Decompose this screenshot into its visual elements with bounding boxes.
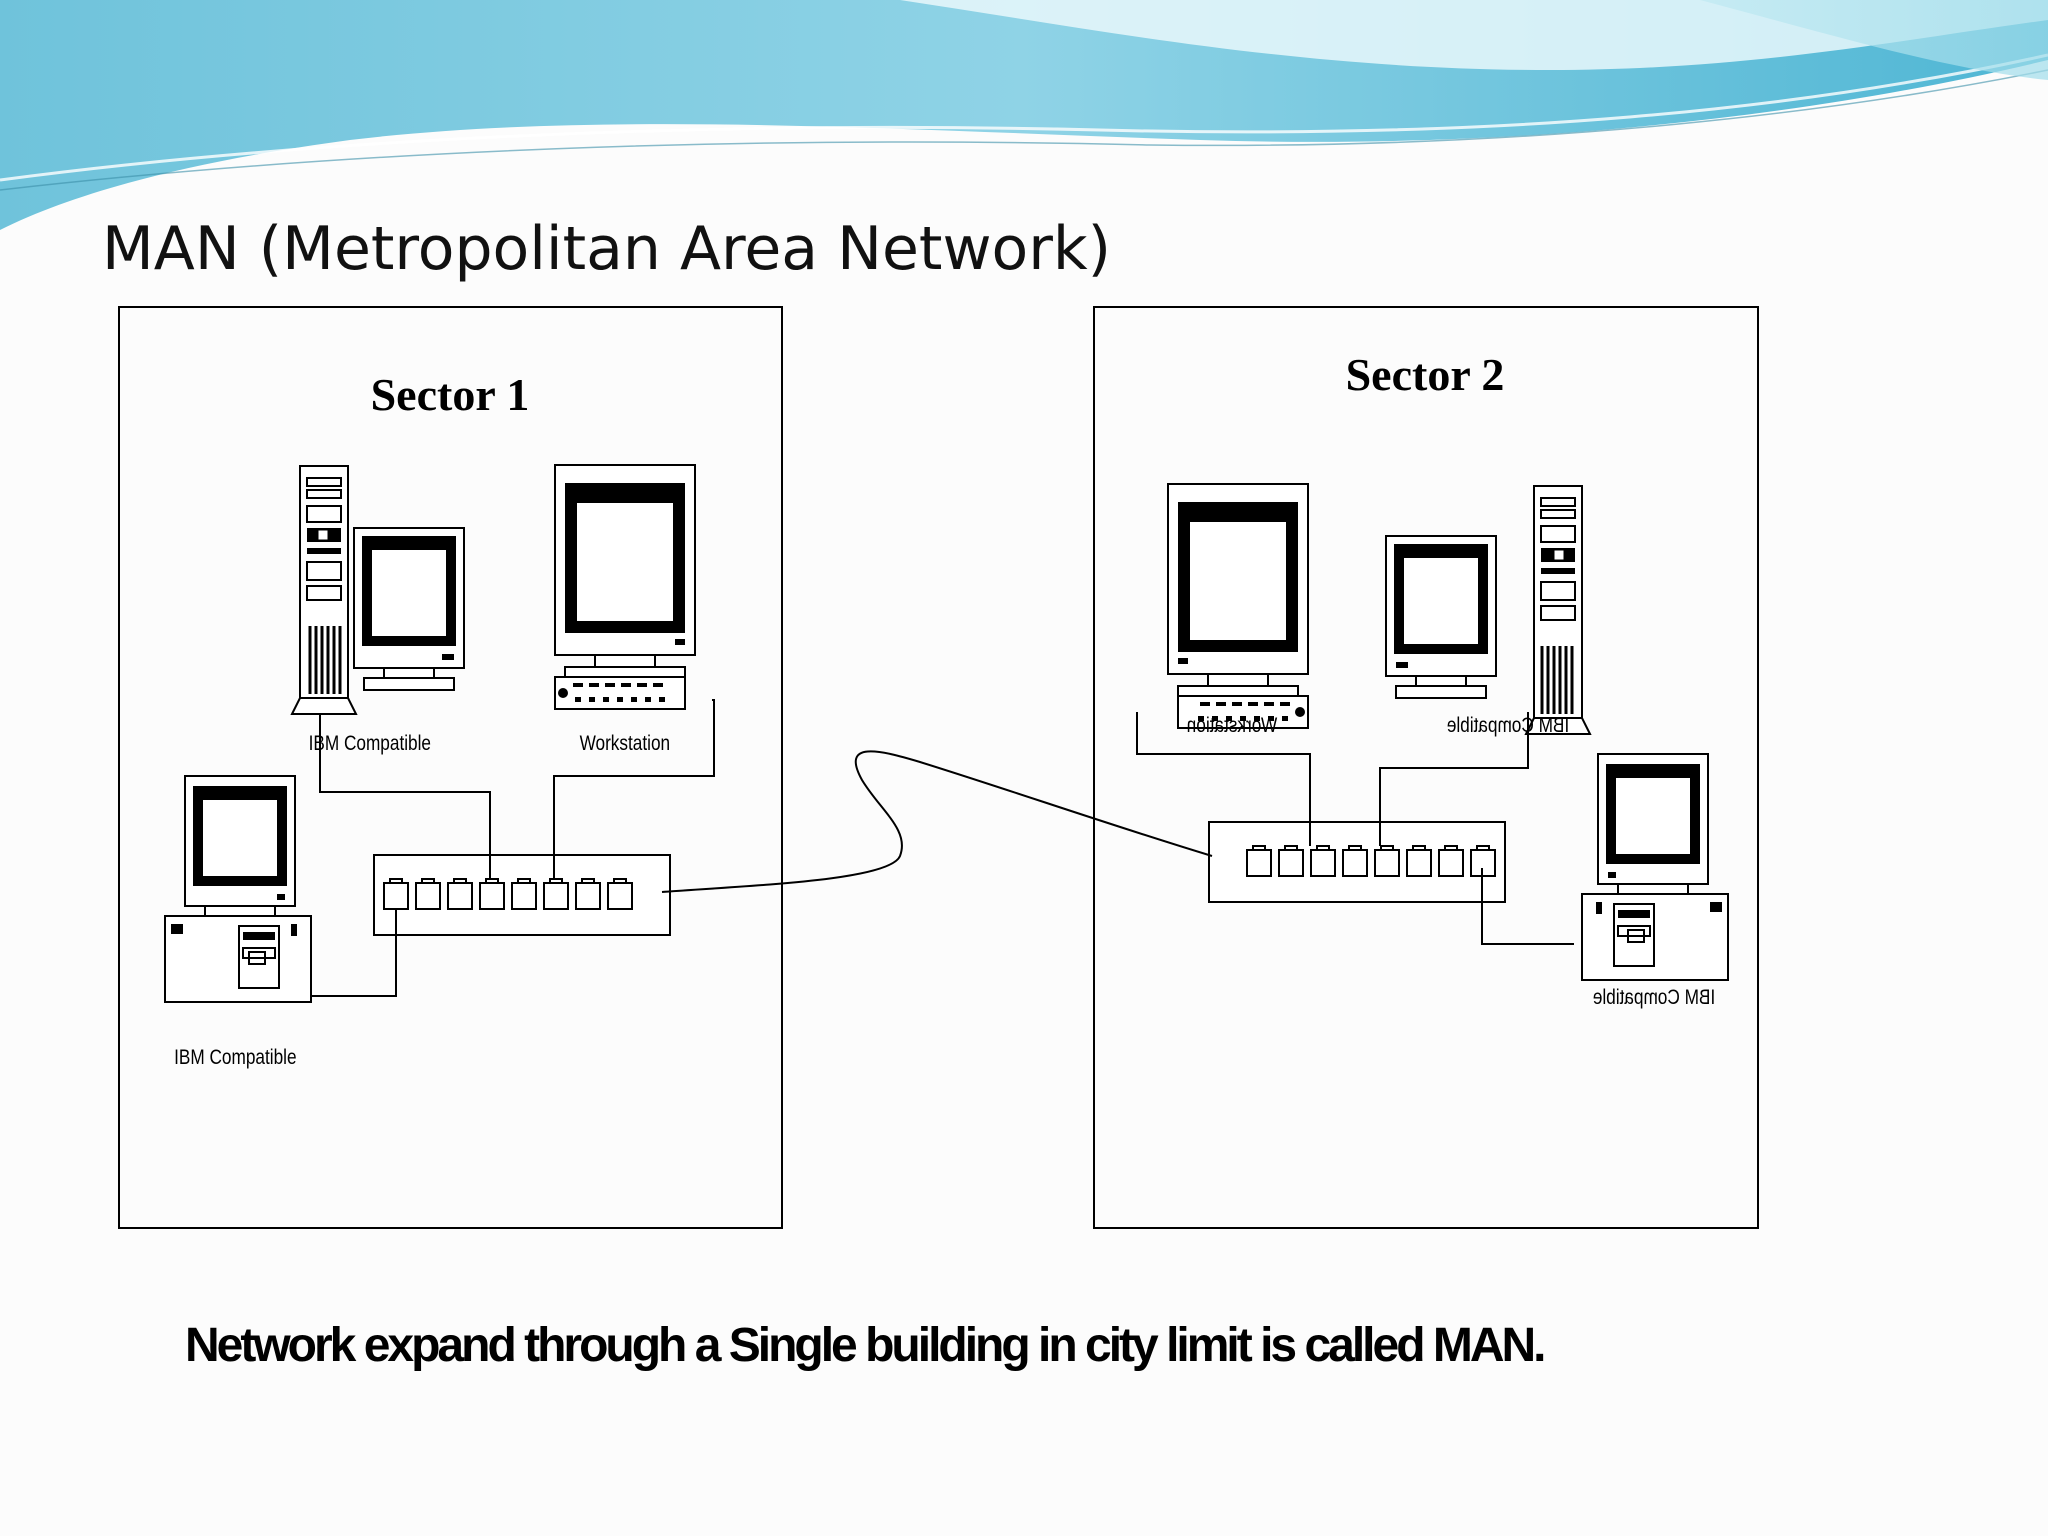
- sector-1-frame: [118, 306, 783, 1229]
- slide-caption: Network expand through a Single building…: [185, 1319, 1547, 1372]
- page-title: MAN (Metropolitan Area Network): [102, 214, 1112, 284]
- sector-1-device-label-3: IBM Compatible: [174, 1047, 296, 1070]
- sector-2-cables: [1136, 712, 1574, 945]
- sector-1-ibm-desktop-pc: [164, 775, 312, 1003]
- sector-1-ibm-tower-pc: [290, 464, 465, 716]
- sector-1-workstation: [554, 464, 696, 710]
- sector-1-cables: [311, 699, 715, 997]
- sector-1-hub: [373, 854, 671, 936]
- sector-2: Sector 2 Workstation IBM Compatible IBM …: [1093, 306, 1759, 1229]
- wave-banner: [0, 0, 2048, 230]
- man-link-cable: [661, 750, 1213, 893]
- sector-2-ibm-tower-pc: [1385, 484, 1592, 736]
- sector-2-device-label-1: Workstation: [1187, 715, 1278, 738]
- sector-2-device-label-3: IBM Compatible: [1593, 987, 1715, 1010]
- sector-2-device-label-2: IBM Compatible: [1447, 715, 1569, 738]
- sector-1-title: Sector 1: [371, 369, 530, 420]
- sector-2-ibm-desktop-pc: [1581, 753, 1729, 981]
- sector-2-workstation: [1167, 483, 1309, 729]
- sector-1-device-label-2: Workstation: [580, 733, 671, 756]
- sector-2-title: Sector 2: [1346, 349, 1505, 400]
- sector-1-device-label-1: IBM Compatible: [309, 733, 431, 756]
- sector-1: Sector 1 IBM Compatible Workstation IBM …: [118, 306, 783, 1229]
- sector-2-frame: [1093, 306, 1759, 1229]
- sector-2-hub: [1208, 821, 1506, 903]
